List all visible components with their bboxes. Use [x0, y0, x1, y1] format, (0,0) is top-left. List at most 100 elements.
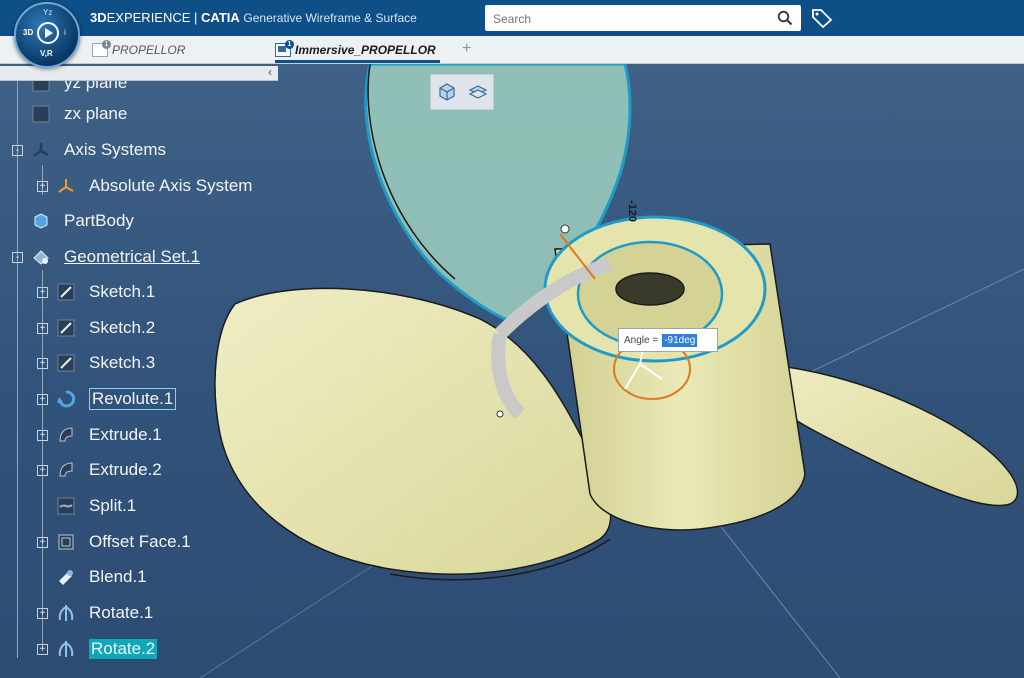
dial-handle[interactable] [496, 410, 504, 418]
expand-icon[interactable]: + [37, 644, 48, 655]
angle-value[interactable]: -91deg [662, 333, 698, 347]
tab-immersive-propellor[interactable]: 1 Immersive_PROPELLOR [275, 36, 440, 63]
hub-hole [615, 272, 685, 306]
tree-connector [17, 68, 18, 658]
tree-item-label: Extrude.1 [89, 425, 162, 444]
compass-version-label: V,R [40, 49, 53, 58]
tree-item-label: Revolute.1 [89, 388, 177, 410]
expand-icon[interactable]: + [37, 430, 48, 441]
search-input[interactable] [485, 5, 765, 33]
extrude-icon [59, 427, 73, 442]
tree-item-revolute-1[interactable]: + Revolute.1 [37, 384, 177, 414]
dial-handle[interactable] [560, 224, 570, 234]
tree-item-geometrical-set[interactable]: - Geometrical Set.1 [12, 242, 201, 272]
right-blade[interactable] [744, 363, 1019, 507]
tab-label: Immersive_PROPELLOR [295, 42, 436, 57]
partbody-icon [34, 213, 48, 229]
angle-label: Angle = [624, 334, 659, 346]
tree-item-offset-face-1[interactable]: + Offset Face.1 [37, 527, 191, 557]
search-icon[interactable] [777, 10, 793, 26]
3d-viewport[interactable] [0, 64, 1024, 678]
rotation-dial[interactable] [495, 257, 613, 339]
tree-item-label: Rotate.1 [89, 603, 154, 622]
offset-face-icon [58, 534, 74, 550]
tree-item-extrude-1[interactable]: + Extrude.1 [37, 420, 162, 450]
rotation-dial[interactable] [491, 332, 526, 419]
tree-item-label: PartBody [64, 211, 134, 230]
tree-item-extrude-2[interactable]: + Extrude.2 [37, 455, 162, 485]
expand-icon[interactable]: + [37, 608, 48, 619]
brand-title: 3DEXPERIENCE | CATIA Generative Wirefram… [90, 10, 417, 25]
tree-item-axis-systems[interactable]: - Axis Systems [12, 135, 167, 165]
tree-item-label: Blend.1 [89, 567, 147, 586]
tree-item-label: Geometrical Set.1 [64, 247, 201, 266]
brand-experience: EXPERIENCE | [106, 10, 202, 25]
top-bar: 3DEXPERIENCE | CATIA Generative Wirefram… [0, 0, 1024, 36]
tree-item-label: Axis Systems [64, 140, 167, 159]
tree-item-label: Split.1 [89, 496, 137, 515]
blade-edge [389, 538, 611, 581]
brand-catia: CATIA [201, 10, 240, 25]
tree-item-sketch-2[interactable]: + Sketch.2 [37, 313, 155, 343]
expand-icon[interactable]: + [37, 323, 48, 334]
tree-item-rotate-2[interactable]: + Rotate.2 [37, 634, 158, 664]
sketch-icon [57, 354, 75, 372]
compass-button[interactable]: Yz 3D i V,R [14, 2, 80, 68]
surface-icon[interactable] [467, 81, 489, 103]
tab-badge: 1 [285, 39, 294, 49]
expand-icon[interactable]: + [37, 358, 48, 369]
expand-icon[interactable]: + [37, 287, 48, 298]
expand-icon[interactable]: - [12, 252, 23, 263]
tree-item-label: Sketch.3 [89, 353, 156, 372]
split-icon [57, 497, 75, 515]
tab-bar: 1 PROPELLOR 1 Immersive_PROPELLOR [0, 36, 1024, 64]
propeller-model[interactable] [0, 64, 1024, 678]
tree-item-label: Sketch.1 [89, 282, 156, 301]
left-blade[interactable] [214, 287, 612, 575]
expand-icon[interactable]: + [37, 537, 48, 548]
tree-item-label: zx plane [64, 104, 128, 123]
play-icon[interactable] [37, 22, 59, 44]
tree-item-label: Offset Face.1 [89, 532, 191, 551]
tree-item-label: Rotate.2 [89, 639, 158, 659]
tree-connector [42, 270, 43, 648]
sketch-icon [57, 283, 75, 301]
tree-item-blend-1[interactable]: Blend.1 [55, 562, 147, 592]
brand-3d: 3D [90, 10, 107, 25]
tree-item-split-1[interactable]: Split.1 [55, 491, 136, 521]
tree-item-zx-plane[interactable]: zx plane [30, 99, 127, 129]
app-name: Generative Wireframe & Surface [243, 11, 417, 25]
tab-propellor[interactable]: 1 PROPELLOR [92, 36, 185, 63]
tab-label: PROPELLOR [112, 42, 186, 57]
tree-collapse-bar[interactable]: ‹ [0, 65, 278, 81]
expand-icon[interactable]: - [12, 145, 23, 156]
tree-item-rotate-1[interactable]: + Rotate.1 [37, 598, 154, 628]
tree-item-sketch-1[interactable]: + Sketch.1 [37, 277, 156, 307]
tree-item-absolute-axis-system[interactable]: + Absolute Axis System [37, 171, 253, 201]
tag-icon[interactable] [811, 8, 833, 28]
axis-y-icon [639, 363, 663, 380]
expand-icon[interactable]: + [37, 465, 48, 476]
tree-item-label: Absolute Axis System [89, 176, 253, 195]
tree-item-label: Extrude.2 [89, 460, 162, 479]
axis-line [714, 518, 841, 678]
tree-item-partbody[interactable]: PartBody [30, 206, 134, 236]
rotate-icon [58, 605, 74, 621]
dial-angle-label: -120 [626, 200, 638, 223]
tree-item-sketch-3[interactable]: + Sketch.3 [37, 348, 156, 378]
extrude-icon [59, 462, 73, 477]
tree-connector [42, 165, 43, 195]
blend-icon [59, 570, 73, 585]
view-cube-icon[interactable] [436, 81, 458, 103]
compass-right-label: i [64, 28, 66, 37]
sketch-icon [57, 319, 75, 337]
collapse-icon[interactable]: ‹ [268, 65, 272, 79]
command-toolbox [430, 74, 494, 110]
document-icon: 1 [92, 39, 111, 57]
expand-icon[interactable]: + [37, 181, 48, 192]
expand-icon[interactable]: + [37, 394, 48, 405]
angle-input[interactable]: Angle = -91deg [618, 328, 718, 352]
add-tab-button[interactable]: + [462, 40, 472, 57]
axis-system-icon [33, 143, 49, 158]
search-box[interactable] [485, 5, 801, 33]
